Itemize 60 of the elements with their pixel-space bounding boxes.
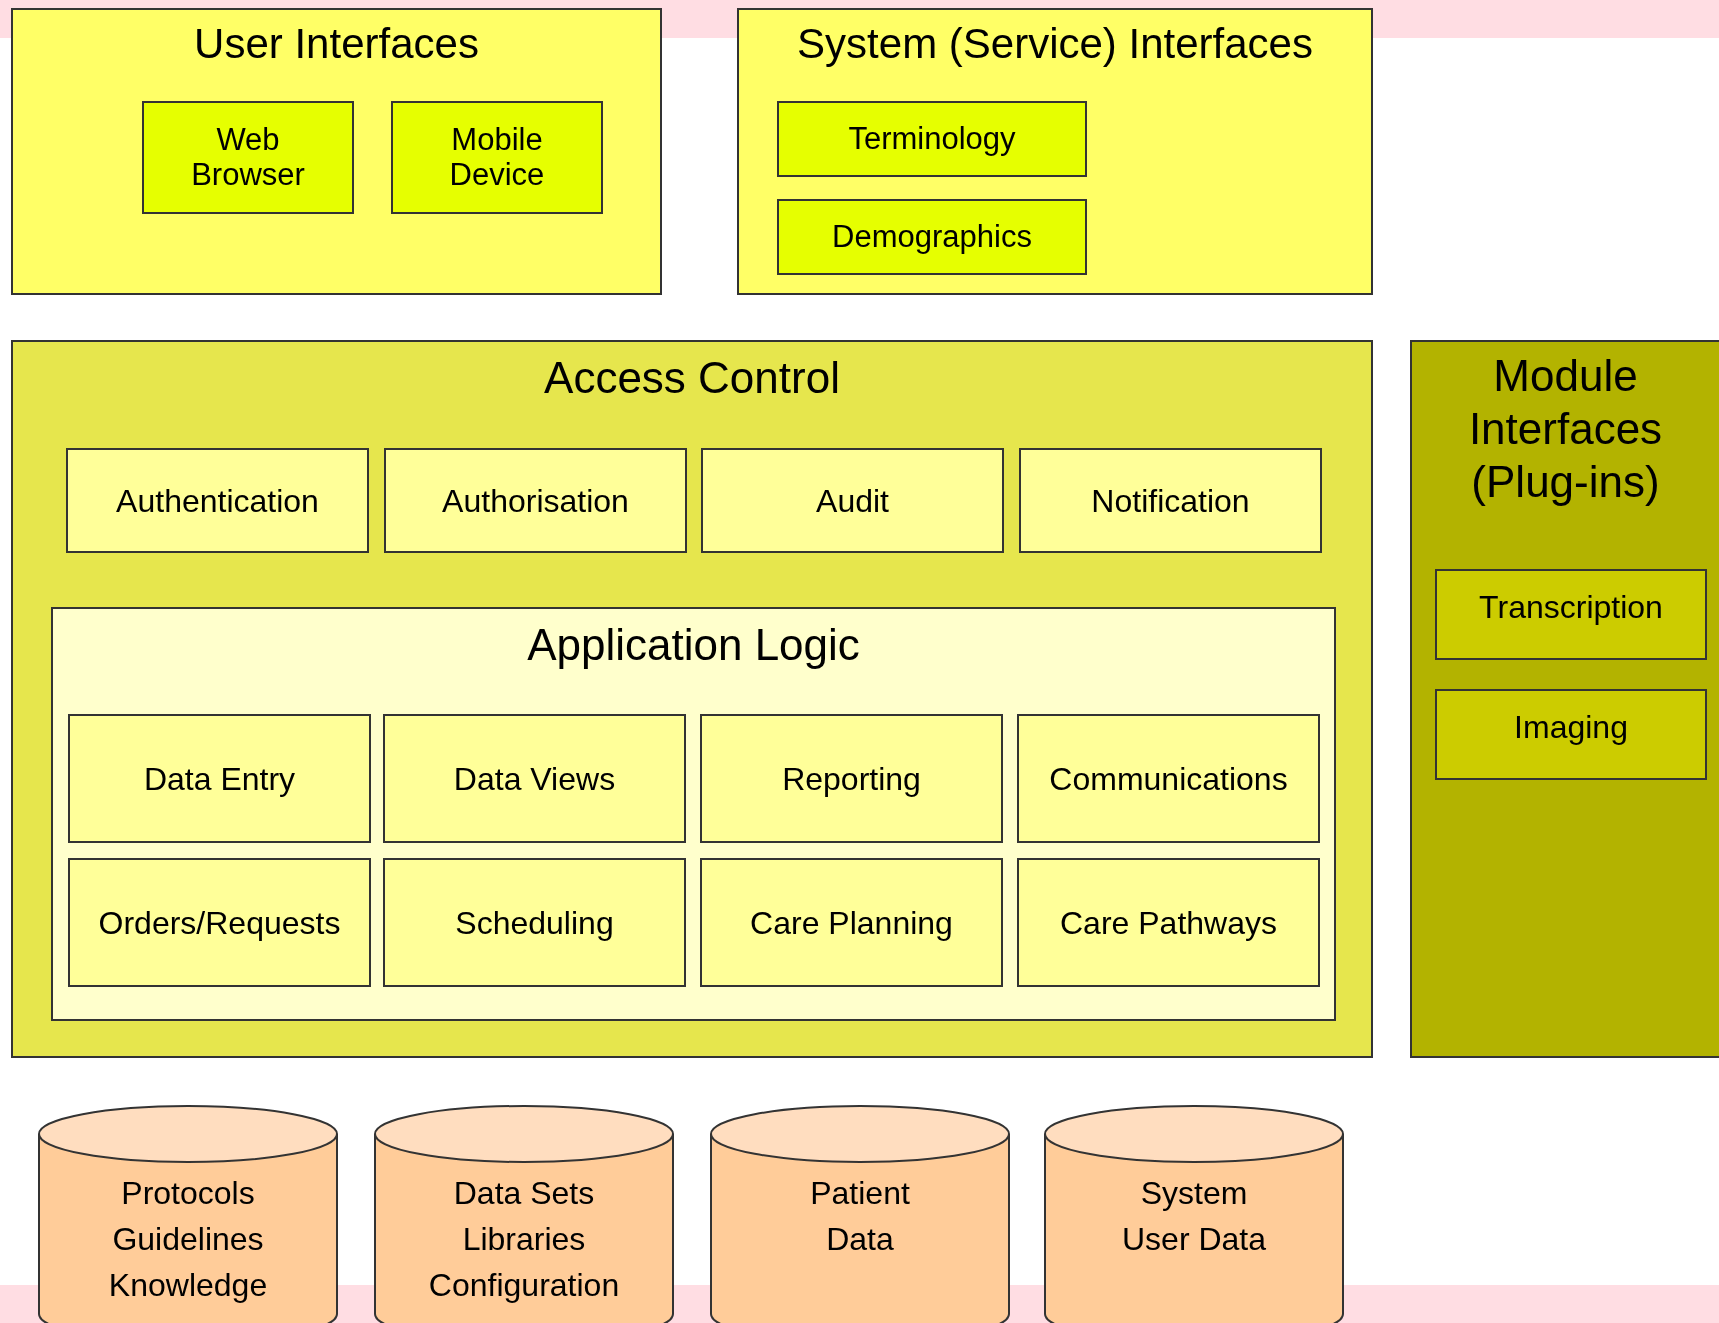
component-box [383, 858, 686, 987]
component-label: Demographics [831, 219, 1033, 255]
component-label: Web Browser [190, 123, 306, 192]
database-label: User Data [1121, 1220, 1266, 1259]
component-label: Communications [1049, 759, 1288, 799]
component-label: Authorisation [442, 481, 629, 521]
panel-title: System (Service) Interfaces [797, 19, 1313, 69]
component-label: Scheduling [455, 903, 614, 943]
group-panel [737, 8, 1373, 295]
component-label: Authentication [116, 481, 319, 521]
database-label: Guidelines [112, 1220, 264, 1259]
component-box [66, 448, 369, 553]
database-label: Libraries [462, 1220, 586, 1259]
component-box [384, 448, 687, 553]
component-box [1435, 689, 1707, 780]
component-label: Data Entry [143, 759, 296, 799]
component-box [701, 448, 1004, 553]
component-label: Imaging [1514, 708, 1628, 747]
component-box [777, 199, 1087, 275]
database-label: Knowledge [108, 1266, 268, 1305]
component-box [142, 101, 354, 214]
layer-panel [51, 607, 1336, 1021]
panel-title: User Interfaces [194, 19, 479, 69]
database-label: Configuration [428, 1266, 620, 1305]
component-box [1435, 569, 1707, 660]
component-box [1019, 448, 1322, 553]
panel-title: Access Control [544, 352, 840, 404]
component-label: Care Pathways [1060, 903, 1277, 943]
component-box [68, 858, 371, 987]
group-panel [1410, 340, 1719, 1058]
component-label: Transcription [1479, 588, 1663, 627]
component-box [777, 101, 1087, 177]
component-box [700, 858, 1003, 987]
database-label: System [1140, 1174, 1248, 1213]
database-cylinder [709, 1104, 1011, 1323]
panel-title: Module Interfaces (Plug-ins) [1467, 350, 1664, 508]
database-label: Data Sets [453, 1174, 595, 1213]
component-label: Orders/Requests [98, 903, 341, 943]
database-label: Protocols [121, 1174, 255, 1213]
component-label: Data Views [453, 759, 616, 799]
component-label: Reporting [782, 759, 921, 799]
database-cylinder [37, 1104, 339, 1323]
component-box [383, 714, 686, 843]
component-box [1017, 714, 1320, 843]
component-box [1017, 858, 1320, 987]
component-label: Mobile Device [448, 123, 546, 192]
component-label: Care Planning [750, 903, 953, 943]
database-cylinder [1043, 1104, 1345, 1323]
database-cylinder [373, 1104, 675, 1323]
group-panel [11, 8, 662, 295]
component-label: Terminology [847, 121, 1017, 157]
component-label: Notification [1091, 481, 1250, 521]
component-label: Audit [816, 481, 889, 521]
component-box [700, 714, 1003, 843]
component-box [391, 101, 603, 214]
component-box [68, 714, 371, 843]
database-label: Data [826, 1220, 894, 1259]
panel-title: Application Logic [527, 619, 860, 671]
database-label: Patient [810, 1174, 910, 1213]
layer-panel [11, 340, 1373, 1058]
